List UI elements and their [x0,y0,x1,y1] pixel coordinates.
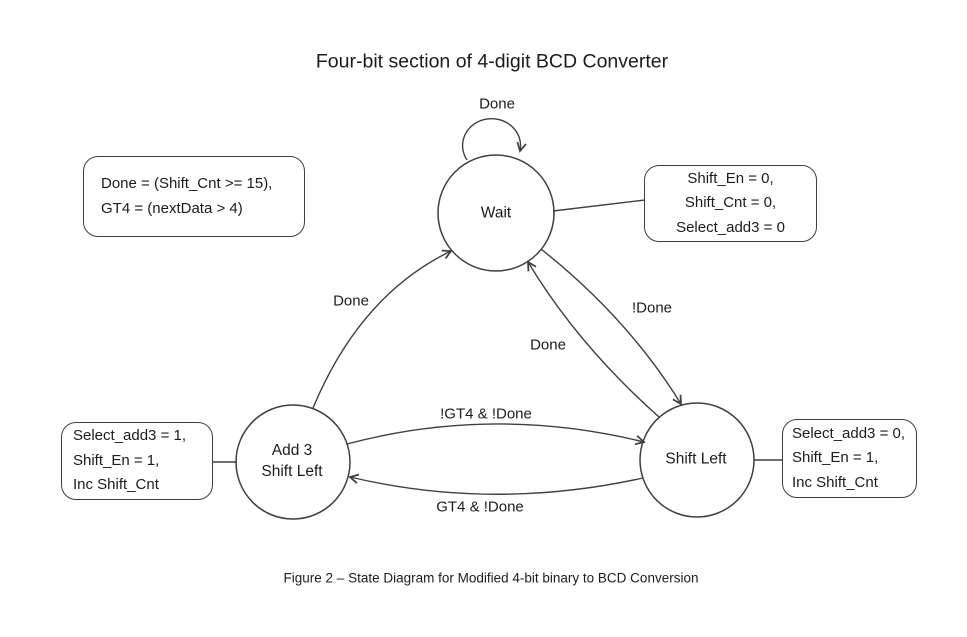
transition-shift-left-to-wait-label: Done [530,336,566,354]
definitions-line-2: GT4 = (nextData > 4) [101,199,243,217]
state-wait-label: Wait [480,204,512,222]
figure-caption: Figure 2 – State Diagram for Modified 4-… [283,570,699,586]
state-shift-left-label: Shift Left [665,450,727,468]
wait-actions-note-box: Shift_En = 0, Shift_Cnt = 0, Select_add3… [644,165,817,242]
add3-actions-line-2: Shift_En = 1, [73,451,160,469]
transition-wait-self-loop-arrow [461,117,527,161]
transition-shift-left-to-add3-arrow [348,473,644,495]
state-add3-shift-left-label: Add 3 Shift Left [261,440,322,482]
transition-shift-left-to-wait-arrow [527,260,660,418]
shift-left-actions-line-2: Shift_En = 1, [792,449,879,467]
wait-actions-line-2: Shift_Cnt = 0, [684,194,777,212]
add3-actions-note-box: Select_add3 = 1, Shift_En = 1, Inc Shift… [61,422,213,500]
add3-actions-line-3: Inc Shift_Cnt [73,476,159,494]
wait-actions-line-1: Shift_En = 0, [687,169,774,187]
connector-wait-to-actions-box [552,199,646,212]
definitions-line-1: Done = (Shift_Cnt >= 15), [101,175,273,192]
transition-add3-to-shift-left-arrow [346,423,646,446]
shift-left-actions-note-box: Select_add3 = 0, Shift_En = 1, Inc Shift… [782,419,917,498]
state-add3-label-line2: Shift Left [261,463,323,480]
transition-add3-to-wait-arrow [312,249,453,409]
add3-actions-line-1: Select_add3 = 1, [73,427,187,445]
state-wait-circle [437,154,555,272]
shift-left-actions-line-1: Select_add3 = 0, [792,424,906,442]
transition-add3-to-shift-left-label: !GT4 & !Done [440,405,532,423]
transition-wait-to-shift-left-label: !Done [631,299,673,317]
transition-wait-to-shift-left-arrow [540,248,682,406]
transition-wait-self-loop-label: Done [479,95,515,113]
transition-shift-left-to-add3-label: GT4 & !Done [436,498,524,516]
definitions-note-box: Done = (Shift_Cnt >= 15), GT4 = (nextDat… [83,156,305,237]
transition-add3-to-wait-label: Done [333,292,369,310]
shift-left-actions-line-3: Inc Shift_Cnt [792,473,878,491]
diagram-title: Four-bit section of 4-digit BCD Converte… [315,50,669,73]
state-add3-label-line1: Add 3 [271,442,313,459]
wait-actions-line-3: Select_add3 = 0 [676,218,785,236]
